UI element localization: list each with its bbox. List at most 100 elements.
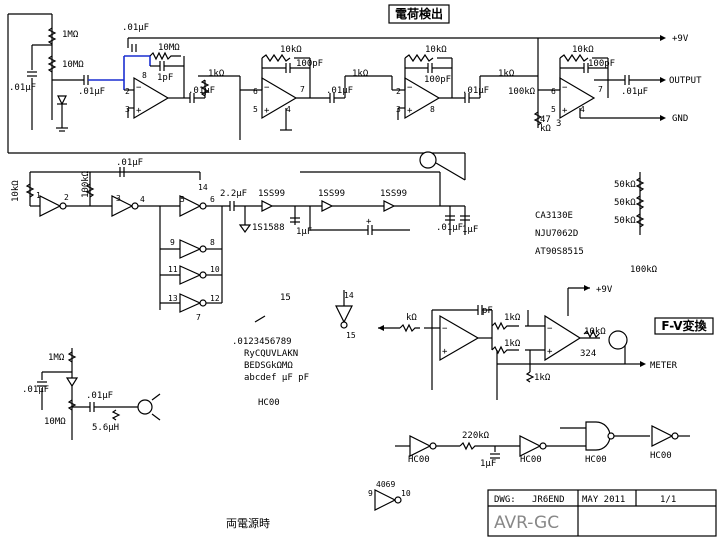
label-gnd: GND xyxy=(672,114,688,124)
resistor-10meg xyxy=(47,55,57,73)
svg-text:−: − xyxy=(547,324,553,334)
label-c-2-2uf: 2.2μF xyxy=(220,189,247,199)
svg-text:8: 8 xyxy=(430,105,435,114)
svg-text:13: 13 xyxy=(168,294,178,303)
opamp-stage2 xyxy=(261,76,298,120)
svg-text:1: 1 xyxy=(36,191,41,200)
label-r-100k-osc: 100kΩ xyxy=(81,170,91,198)
svg-text:10: 10 xyxy=(210,265,220,274)
label-r-10k-s4: 10kΩ xyxy=(572,45,594,55)
label-plus9v: +9V xyxy=(672,34,689,44)
label-c-1uf-a: 1μF xyxy=(296,227,312,237)
svg-text:6: 6 xyxy=(210,195,215,204)
label-r-10meg-fb: 10MΩ xyxy=(158,43,180,53)
title-box-fv xyxy=(654,317,714,335)
label-r-100k-div: 100kΩ xyxy=(508,87,536,97)
label-diode-1ss99-c: 1SS99 xyxy=(380,189,407,199)
label-c-01uf-s4o: .01μF xyxy=(621,87,648,97)
title-charge-detect: 電荷検出 xyxy=(395,6,443,21)
label-c-1uf-c: 1μF xyxy=(480,459,496,469)
charset-line-1: .0123456789 xyxy=(232,337,292,347)
label-hc00-c: HC00 xyxy=(520,455,542,465)
svg-text:5: 5 xyxy=(551,105,556,114)
label-r-220k: 220kΩ xyxy=(462,431,490,441)
inverter-15 xyxy=(335,305,353,324)
opamp-fv1 xyxy=(439,314,480,362)
label-r-1k-c: 1kΩ xyxy=(498,69,515,79)
svg-text:+: + xyxy=(136,106,142,116)
label-plus9v-b: +9V xyxy=(596,285,613,295)
svg-text:5: 5 xyxy=(253,105,258,114)
label-r-kohm: kΩ xyxy=(540,124,551,134)
opamp-fv2 xyxy=(544,314,582,362)
svg-text:+: + xyxy=(562,106,568,116)
dwg-author: JR6END xyxy=(532,495,565,505)
inverter-1 xyxy=(39,195,62,217)
label-meter: METER xyxy=(650,361,678,371)
diode-1ss99-c xyxy=(383,200,396,212)
charset-line-4: abcdef μF pF xyxy=(244,373,309,383)
label-c-100pf-s3: 100pF xyxy=(424,75,451,85)
svg-text:9: 9 xyxy=(368,489,373,498)
svg-text:+: + xyxy=(442,347,448,357)
resistor-47k xyxy=(533,111,543,126)
label-ic-4069: 4069 xyxy=(376,480,395,489)
label-hc00-e: HC00 xyxy=(650,451,672,461)
dwg-title: AVR-GC xyxy=(494,513,559,533)
label-r-1k-fv-a: 1kΩ xyxy=(504,313,521,323)
section-hc00-chain: HC00 220kΩ 1μF HC00 HC00 HC00 xyxy=(395,421,690,469)
label-c-1uf-b: 1μF xyxy=(462,225,478,235)
label-c-01uf-left: .01μF xyxy=(9,83,36,93)
label-r-1k-a: 1kΩ xyxy=(208,69,225,79)
svg-text:4: 4 xyxy=(286,105,291,114)
inverter-hc00-a xyxy=(409,435,432,457)
label-pin3: 3 xyxy=(556,119,561,129)
nand-gate-9 xyxy=(179,239,202,259)
label-diode-1s1588: 1S1588 xyxy=(252,223,285,233)
svg-text:6: 6 xyxy=(253,87,258,96)
dwg-date: MAY 2011 xyxy=(582,495,625,505)
svg-text:6: 6 xyxy=(551,87,556,96)
inverter-hc00-c xyxy=(651,425,674,447)
svg-text:−: − xyxy=(407,83,413,93)
resistor-10k-s2 xyxy=(261,53,291,63)
charset-line-3: BEDSGkΩMΩ xyxy=(244,361,293,371)
label-hc00-d: HC00 xyxy=(585,455,607,465)
label-pin15-b: 15 xyxy=(346,331,356,340)
title-box-charge xyxy=(388,4,450,24)
section-charge-detect: 電荷検出 +9V GND 1MΩ 10MΩ .01μF .01μF xyxy=(7,4,702,181)
label-c-01uf-c: .01μF xyxy=(86,391,113,401)
opamp-stage1 xyxy=(133,76,170,120)
label-pin324: 324 xyxy=(580,349,596,359)
transistor-fv xyxy=(608,330,628,350)
label-c-100pf-s4: 100pF xyxy=(588,59,615,69)
svg-text:4: 4 xyxy=(140,195,145,204)
svg-text:−: − xyxy=(442,324,448,334)
label-pot-50k-2: 50kΩ xyxy=(614,198,636,208)
label-r-47: 47 xyxy=(540,115,551,125)
caption-dual-supply: 両電源時 xyxy=(226,516,270,530)
label-hc00-a: HC00 xyxy=(258,398,280,408)
label-r-10k-s3: 10kΩ xyxy=(425,45,447,55)
diode-input xyxy=(57,95,67,106)
label-c-01uf-s2o: .01μF xyxy=(326,86,353,96)
nand-gate-13 xyxy=(179,293,202,313)
resistor-10k-s4 xyxy=(559,53,589,63)
label-c-1pf: 1pF xyxy=(157,73,173,83)
nand-gate-5 xyxy=(179,195,202,217)
svg-text:14: 14 xyxy=(198,183,208,192)
svg-text:−: − xyxy=(562,83,568,93)
opamp-stage4 xyxy=(559,76,596,120)
svg-text:−: − xyxy=(264,83,270,93)
label-c-pf: pF xyxy=(482,306,493,316)
dwg-label: DWG: xyxy=(494,495,516,505)
label-l-5-6uh: 5.6μH xyxy=(92,423,119,433)
label-c-01uf-pump: .01μF xyxy=(436,223,463,233)
charset-line-2: RyCQUVLAKN xyxy=(244,349,298,359)
svg-text:9: 9 xyxy=(170,238,175,247)
label-ic-nju7062d: NJU7062D xyxy=(535,229,578,239)
nand-hc00 xyxy=(585,421,611,451)
label-ic-ca3130e: CA3130E xyxy=(535,211,573,221)
